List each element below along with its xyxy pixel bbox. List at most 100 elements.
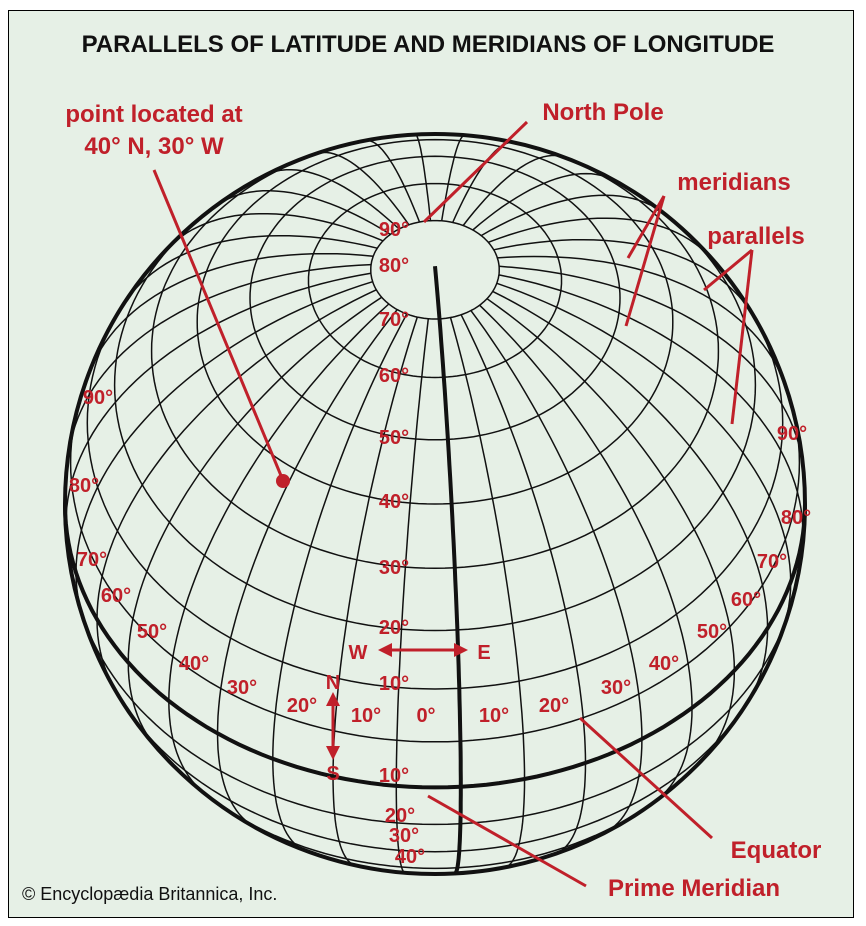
- lon-label-w60: 60°: [101, 585, 131, 607]
- lon-label-e60: 60°: [731, 589, 761, 611]
- lon-label-w50: 50°: [137, 621, 167, 643]
- lat-label-n20: 20°: [379, 617, 409, 639]
- lon-label-e50: 50°: [697, 621, 727, 643]
- lon-label-e10: 10°: [479, 705, 509, 727]
- callout-lines: [152, 120, 754, 888]
- meridian-line: [96, 289, 377, 688]
- globe-outline: [63, 132, 807, 876]
- meridians-callout-line-1: [626, 195, 666, 259]
- heavy-lines: [63, 266, 807, 876]
- meridian-line: [216, 309, 398, 828]
- meridian-line: [496, 282, 792, 631]
- meridian-line: [127, 296, 383, 746]
- meridian-line: [493, 238, 754, 315]
- parallel-line: [86, 305, 784, 690]
- lon-label-e30: 30°: [601, 677, 631, 699]
- lat-label-s10: 10°: [379, 765, 409, 787]
- south-label: S: [326, 763, 339, 785]
- west-label: W: [349, 642, 368, 664]
- lat-label-n90: 90°: [379, 219, 409, 241]
- meridian-line: [89, 252, 374, 371]
- copyright-text: © Encyclopædia Britannica, Inc.: [22, 884, 277, 904]
- point-callout-line: [152, 169, 284, 479]
- equator-label: Equator: [731, 837, 822, 864]
- meridian-line: [414, 134, 432, 221]
- meridian-line: [216, 190, 391, 236]
- lon-label-w30: 30°: [227, 677, 257, 699]
- lon-label-e90: 90°: [777, 423, 807, 445]
- lon-label-w70: 70°: [77, 549, 107, 571]
- lon-label-e20: 20°: [539, 695, 569, 717]
- lat-label-n60: 60°: [379, 365, 409, 387]
- meridian-line: [332, 316, 419, 866]
- graticule: [65, 134, 804, 874]
- meridians-label: meridians: [677, 169, 790, 196]
- lat-label-s40: 40°: [395, 846, 425, 868]
- latitude-labels-north: 90° 80° 70° 60° 50° 40° 30° 20° 10°: [379, 219, 409, 695]
- meridian-line: [121, 234, 378, 307]
- parallel-line: [77, 603, 793, 826]
- point-callout-line1: point located at: [65, 101, 242, 128]
- lon-label-0: 0°: [416, 705, 435, 727]
- meridian-line: [316, 151, 410, 226]
- lon-label-w40: 40°: [179, 653, 209, 675]
- meridian-line: [366, 139, 421, 223]
- meridian-line: [440, 134, 465, 221]
- lon-label-e40: 40°: [649, 653, 679, 675]
- lat-label-n70: 70°: [379, 309, 409, 331]
- meridian-line: [75, 280, 373, 621]
- lat-label-n80: 80°: [379, 255, 409, 277]
- east-arrowhead-icon: [454, 643, 468, 657]
- meridian-line: [449, 317, 526, 868]
- lat-label-n10: 10°: [379, 673, 409, 695]
- north-label: N: [326, 672, 340, 694]
- lon-label-w20: 20°: [287, 695, 317, 717]
- lon-label-e70: 70°: [757, 551, 787, 573]
- meridian-line: [499, 265, 804, 468]
- meridian-line: [272, 313, 408, 851]
- meridian-line: [470, 310, 643, 833]
- parallels-callout-line-2: [730, 249, 754, 425]
- parallel-line: [113, 214, 757, 632]
- meridian-line: [472, 172, 616, 231]
- meridian-line: [497, 255, 787, 388]
- meridians-callout-line-2: [624, 195, 666, 327]
- located-point-marker: [276, 474, 290, 488]
- meridian-line: [480, 194, 666, 237]
- meridian-line: [68, 263, 372, 450]
- meridian-line: [395, 318, 430, 874]
- meridian-line: [267, 168, 400, 230]
- equator-line: [63, 503, 807, 790]
- lat-label-s20: 20°: [385, 805, 415, 827]
- meridian-line: [479, 304, 693, 801]
- meridian-line: [168, 303, 390, 794]
- lat-label-n40: 40°: [379, 491, 409, 513]
- prime-meridian-callout-line: [427, 794, 587, 888]
- diagram-title: PARALLELS OF LATITUDE AND MERIDIANS OF L…: [82, 31, 775, 58]
- equator-callout-line: [578, 716, 714, 840]
- meridian-line: [462, 154, 563, 226]
- meridian-line: [486, 298, 736, 759]
- meridian-line: [488, 217, 712, 258]
- meridian-line: [460, 314, 587, 856]
- point-callout-line2: 40° N, 30° W: [84, 133, 224, 160]
- prime-meridian-line: [433, 266, 463, 876]
- lon-label-w10: 10°: [351, 705, 381, 727]
- lat-label-n50: 50°: [379, 427, 409, 449]
- parallel-line: [121, 701, 749, 853]
- north-pole-label: North Pole: [542, 99, 663, 126]
- north-pole-callout-line: [422, 120, 529, 224]
- west-arrowhead-icon: [378, 643, 392, 657]
- south-arrowhead-icon: [326, 746, 340, 760]
- lon-label-w90: 90°: [83, 387, 113, 409]
- meridian-line: [492, 290, 769, 703]
- north-arrowhead-icon: [326, 692, 340, 706]
- latitude-labels-south: 10° 20° 30° 40°: [379, 765, 425, 868]
- lat-label-s30: 30°: [389, 825, 419, 847]
- lon-label-w80: 80°: [69, 475, 99, 497]
- parallels-callout-line-1: [703, 248, 753, 292]
- lon-label-e80: 80°: [781, 507, 811, 529]
- meridian-line: [65, 272, 372, 541]
- meridian-line: [165, 212, 384, 251]
